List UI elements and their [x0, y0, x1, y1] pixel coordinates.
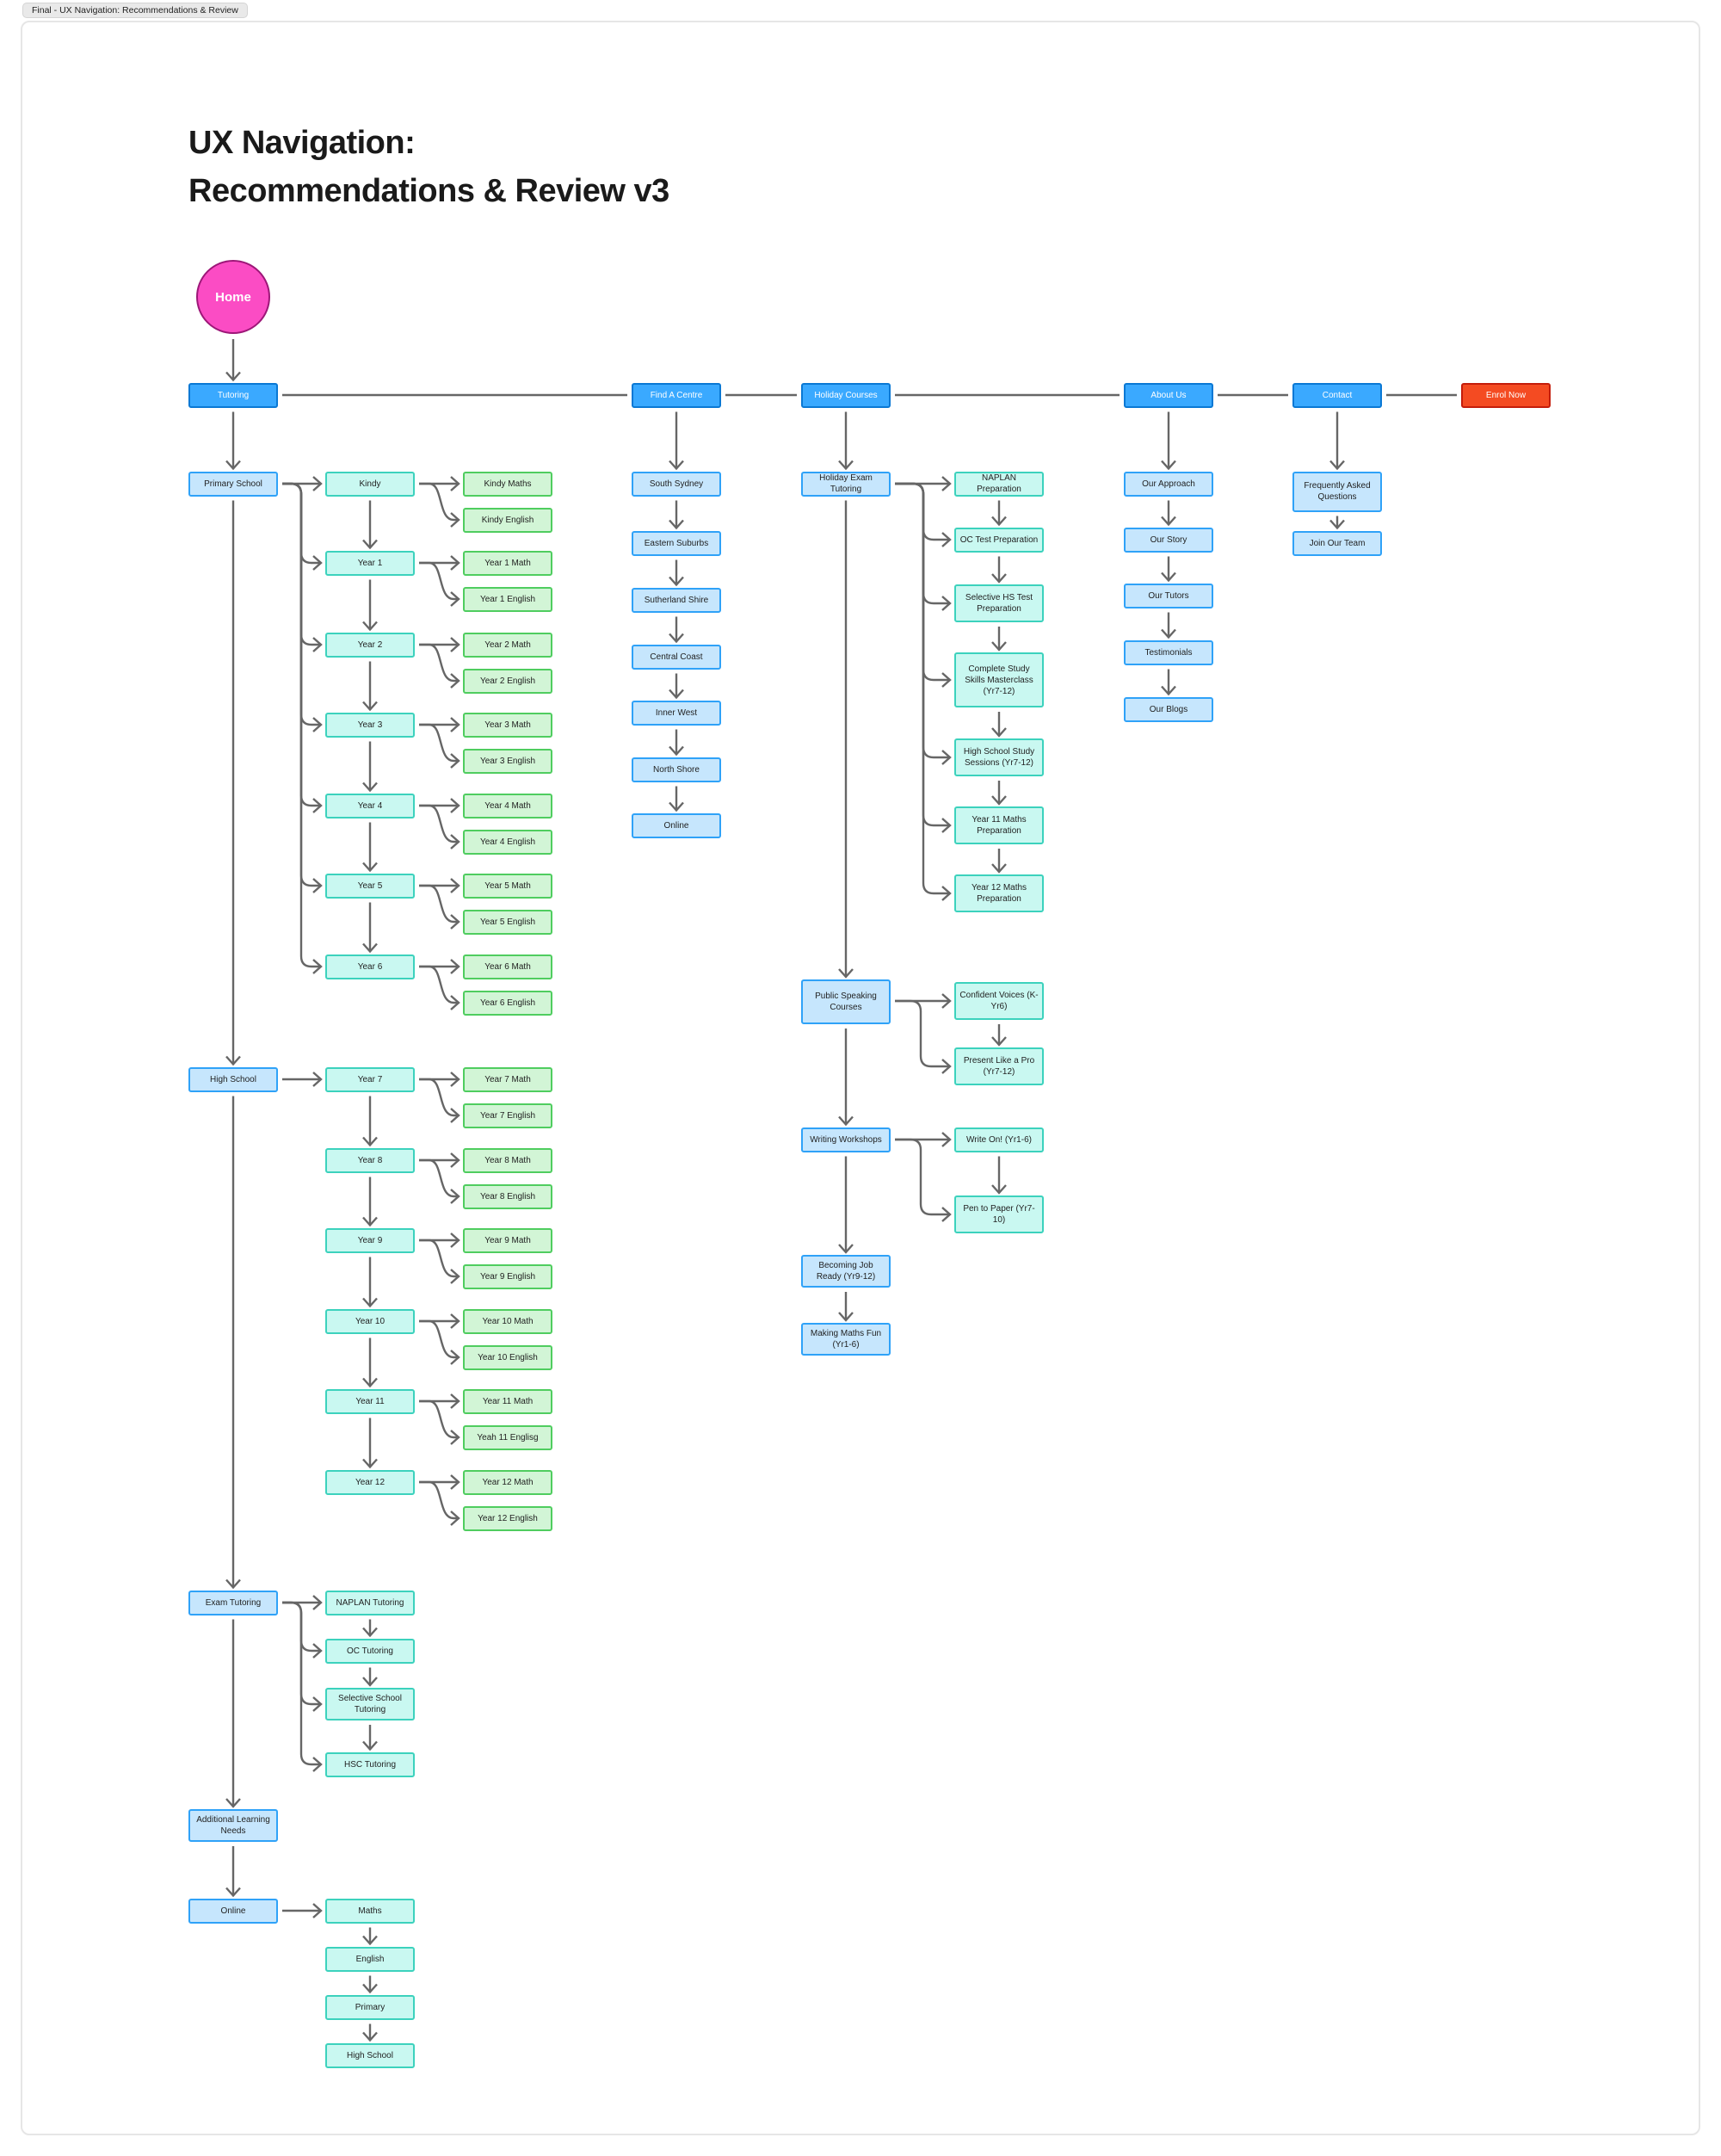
connector-line: [895, 1140, 950, 1214]
node-selective-school-tutoring[interactable]: Selective School Tutoring: [325, 1688, 415, 1720]
subject-math[interactable]: Year 12 Math: [463, 1470, 552, 1495]
node-hsc-tutoring[interactable]: HSC Tutoring: [325, 1752, 415, 1777]
nav-holiday-courses[interactable]: Holiday Courses: [801, 383, 891, 408]
about-our-story[interactable]: Our Story: [1124, 528, 1213, 553]
subject-english[interactable]: Year 10 English: [463, 1345, 552, 1370]
subject-english[interactable]: Yeah 11 Englisg: [463, 1425, 552, 1450]
subject-math[interactable]: Kindy Maths: [463, 472, 552, 497]
subject-english[interactable]: Year 4 English: [463, 830, 552, 855]
node-exam-tutoring[interactable]: Exam Tutoring: [188, 1591, 278, 1615]
subject-math[interactable]: Year 6 Math: [463, 954, 552, 979]
year-node[interactable]: Year 10: [325, 1309, 415, 1334]
subject-english[interactable]: Year 2 English: [463, 669, 552, 694]
contact-faq[interactable]: Frequently Asked Questions: [1292, 472, 1382, 512]
node-additional-learning-needs[interactable]: Additional Learning Needs: [188, 1809, 278, 1842]
nav-tutoring[interactable]: Tutoring: [188, 383, 278, 408]
about-our-tutors[interactable]: Our Tutors: [1124, 584, 1213, 608]
year-node[interactable]: Year 9: [325, 1228, 415, 1253]
centre-inner-west[interactable]: Inner West: [632, 701, 721, 726]
node-making-maths-fun-yr1-6[interactable]: Making Maths Fun (Yr1-6): [801, 1323, 891, 1356]
node-oc-test-preparation[interactable]: OC Test Preparation: [954, 528, 1044, 553]
node-public-speaking-courses[interactable]: Public Speaking Courses: [801, 979, 891, 1024]
node-high-school[interactable]: High School: [188, 1067, 278, 1092]
subject-english[interactable]: Kindy English: [463, 508, 552, 533]
subject-math[interactable]: Year 8 Math: [463, 1148, 552, 1173]
subject-english[interactable]: Year 1 English: [463, 587, 552, 612]
centre-sutherland-shire[interactable]: Sutherland Shire: [632, 588, 721, 613]
centre-north-shore[interactable]: North Shore: [632, 757, 721, 782]
node-becoming-job-ready-yr9-12[interactable]: Becoming Job Ready (Yr9-12): [801, 1255, 891, 1288]
year-node[interactable]: Year 4: [325, 794, 415, 819]
year-node[interactable]: Year 6: [325, 954, 415, 979]
subject-math[interactable]: Year 9 Math: [463, 1228, 552, 1253]
contact-join-our-team[interactable]: Join Our Team: [1292, 531, 1382, 556]
about-our-approach[interactable]: Our Approach: [1124, 472, 1213, 497]
online-english[interactable]: English: [325, 1947, 415, 1972]
year-node[interactable]: Year 11: [325, 1389, 415, 1414]
centre-central-coast[interactable]: Central Coast: [632, 645, 721, 670]
subject-english[interactable]: Year 3 English: [463, 749, 552, 774]
about-our-blogs[interactable]: Our Blogs: [1124, 697, 1213, 722]
node-present-like-a-pro-yr7-12[interactable]: Present Like a Pro (Yr7-12): [954, 1047, 1044, 1085]
node-year-11-maths-preparation[interactable]: Year 11 Maths Preparation: [954, 806, 1044, 844]
nav-about-us[interactable]: About Us: [1124, 383, 1213, 408]
subject-english[interactable]: Year 6 English: [463, 991, 552, 1016]
subject-math[interactable]: Year 4 Math: [463, 794, 552, 819]
centre-online[interactable]: Online: [632, 813, 721, 838]
subject-math[interactable]: Year 2 Math: [463, 633, 552, 658]
subject-english[interactable]: Year 7 English: [463, 1103, 552, 1128]
year-node[interactable]: Year 3: [325, 713, 415, 738]
subject-english[interactable]: Year 12 English: [463, 1506, 552, 1531]
online-high-school[interactable]: High School: [325, 2043, 415, 2068]
node-selective-hs-test-preparation[interactable]: Selective HS Test Preparation: [954, 584, 1044, 622]
nav-contact[interactable]: Contact: [1292, 383, 1382, 408]
node-online[interactable]: Online: [188, 1899, 278, 1924]
centre-south-sydney[interactable]: South Sydney: [632, 472, 721, 497]
subject-math[interactable]: Year 10 Math: [463, 1309, 552, 1334]
connector-line: [895, 484, 950, 893]
subject-english[interactable]: Year 8 English: [463, 1184, 552, 1209]
year-node[interactable]: Year 12: [325, 1470, 415, 1495]
node-high-school-study-sessions-yr7-12[interactable]: High School Study Sessions (Yr7-12): [954, 738, 1044, 776]
connector-line: [895, 1001, 950, 1066]
node-naplan-preparation[interactable]: NAPLAN Preparation: [954, 472, 1044, 497]
about-testimonials[interactable]: Testimonials: [1124, 640, 1213, 665]
node-primary-school[interactable]: Primary School: [188, 472, 278, 497]
subject-math[interactable]: Year 3 Math: [463, 713, 552, 738]
subject-math[interactable]: Year 1 Math: [463, 551, 552, 576]
connector-line: [282, 1603, 321, 1764]
node-write-on-yr1-6[interactable]: Write On! (Yr1-6): [954, 1127, 1044, 1152]
centre-eastern-suburbs[interactable]: Eastern Suburbs: [632, 531, 721, 556]
year-node[interactable]: Year 5: [325, 874, 415, 899]
online-maths[interactable]: Maths: [325, 1899, 415, 1924]
subject-english[interactable]: Year 9 English: [463, 1264, 552, 1289]
year-node[interactable]: Year 8: [325, 1148, 415, 1173]
node-naplan-tutoring[interactable]: NAPLAN Tutoring: [325, 1591, 415, 1615]
nav-enrol-now[interactable]: Enrol Now: [1461, 383, 1551, 408]
node-confident-voices-k-yr6[interactable]: Confident Voices (K-Yr6): [954, 982, 1044, 1020]
node-pen-to-paper-yr7-10[interactable]: Pen to Paper (Yr7-10): [954, 1195, 1044, 1233]
node-writing-workshops[interactable]: Writing Workshops: [801, 1127, 891, 1152]
node-year-12-maths-preparation[interactable]: Year 12 Maths Preparation: [954, 874, 1044, 912]
subject-english[interactable]: Year 5 English: [463, 910, 552, 935]
subject-math[interactable]: Year 11 Math: [463, 1389, 552, 1414]
node-complete-study-skills-masterclass-yr7-12[interactable]: Complete Study Skills Masterclass (Yr7-1…: [954, 652, 1044, 707]
year-node[interactable]: Year 7: [325, 1067, 415, 1092]
subject-math[interactable]: Year 5 Math: [463, 874, 552, 899]
subject-math[interactable]: Year 7 Math: [463, 1067, 552, 1092]
node-holiday-exam-tutoring[interactable]: Holiday Exam Tutoring: [801, 472, 891, 497]
node-oc-tutoring[interactable]: OC Tutoring: [325, 1639, 415, 1664]
nav-find-a-centre[interactable]: Find A Centre: [632, 383, 721, 408]
year-node[interactable]: Year 1: [325, 551, 415, 576]
year-node[interactable]: Kindy: [325, 472, 415, 497]
online-primary[interactable]: Primary: [325, 1995, 415, 2020]
year-node[interactable]: Year 2: [325, 633, 415, 658]
home-node[interactable]: Home: [196, 260, 270, 334]
